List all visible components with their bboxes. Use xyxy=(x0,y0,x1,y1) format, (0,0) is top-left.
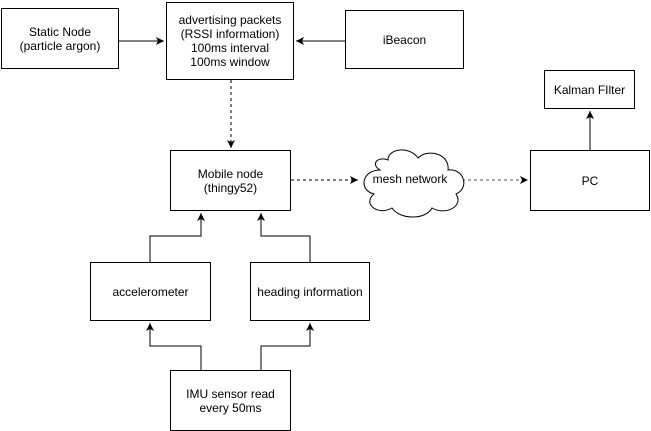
edge-heading-to-mobile xyxy=(257,213,311,262)
accelerometer-box: accelerometer xyxy=(90,262,211,321)
edge-imu-to-accelerometer xyxy=(146,323,202,370)
edge-accelerometer-to-mobile xyxy=(149,213,205,262)
mobile-node-box: Mobile node (thingy52) xyxy=(170,150,291,211)
mobile-node-label: Mobile node (thingy52) xyxy=(197,166,264,195)
cloud-shape xyxy=(363,149,465,218)
static-node-box: Static Node (particle argon) xyxy=(1,8,119,69)
advertising-packets-label: advertising packets (RSSI information) 1… xyxy=(178,13,282,69)
heading-information-box: heading information xyxy=(250,262,370,321)
pc-box: PC xyxy=(530,150,650,211)
kalman-filter-box: Kalman FIlter xyxy=(544,70,635,109)
imu-sensor-label: IMU sensor read every 50ms xyxy=(186,386,275,415)
mesh-network-label: mesh network xyxy=(372,172,448,186)
static-node-label: Static Node (particle argon) xyxy=(19,24,101,53)
ibeacon-label: iBeacon xyxy=(382,32,427,47)
kalman-filter-label: Kalman FIlter xyxy=(553,82,626,97)
ibeacon-box: iBeacon xyxy=(345,10,464,69)
imu-sensor-box: IMU sensor read every 50ms xyxy=(170,370,291,431)
accelerometer-label: accelerometer xyxy=(112,284,189,299)
mesh-network-cloud: mesh network xyxy=(355,148,465,218)
pc-label: PC xyxy=(581,173,599,188)
heading-information-label: heading information xyxy=(257,284,363,299)
edge-imu-to-heading xyxy=(260,323,314,370)
advertising-packets-box: advertising packets (RSSI information) 1… xyxy=(166,2,294,80)
